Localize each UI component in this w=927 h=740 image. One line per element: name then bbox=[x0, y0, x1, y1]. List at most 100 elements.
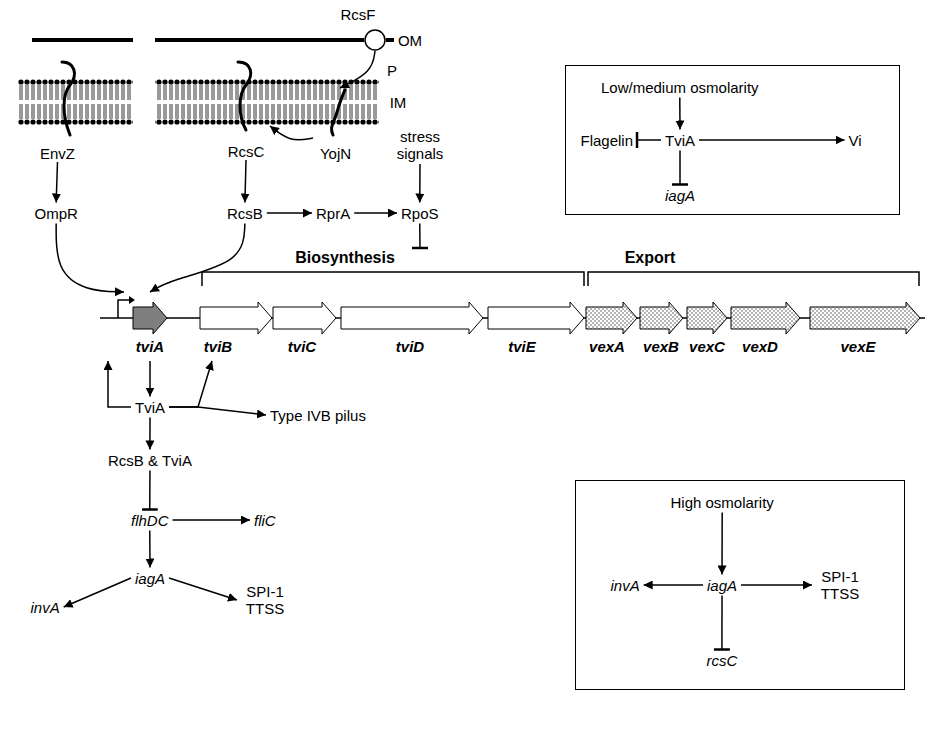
gene-label: fliC bbox=[250, 510, 280, 531]
gene-label: iagA bbox=[661, 185, 699, 206]
activation-arrow bbox=[149, 531, 151, 568]
lipoprotein-symbol bbox=[364, 29, 386, 51]
node-text: RcsB bbox=[227, 205, 263, 222]
gene-arrow: vexC bbox=[687, 292, 727, 361]
gene-label: iagA bbox=[131, 568, 169, 589]
node-text: TviA bbox=[135, 399, 165, 416]
activation-arrow bbox=[150, 224, 245, 293]
inhibition-connector bbox=[721, 596, 723, 650]
gene-label: rcsC bbox=[703, 650, 742, 671]
activation-arrow bbox=[169, 578, 237, 600]
node-text: invA bbox=[611, 577, 640, 594]
srna-label: RprA bbox=[312, 203, 354, 224]
gene-name: tviD bbox=[396, 338, 424, 355]
node-text: iagA bbox=[707, 577, 737, 594]
node-text: Low/medium osmolarity bbox=[601, 79, 759, 96]
gene-label: iagA bbox=[703, 575, 741, 596]
activation-arrow bbox=[270, 126, 313, 140]
node-text: SPI-1 TTSS bbox=[816, 568, 864, 602]
outer-membrane bbox=[32, 38, 133, 42]
node-text: RcsC bbox=[228, 143, 265, 160]
node-text: Flagelin bbox=[581, 132, 634, 149]
inhibition-connector bbox=[679, 151, 681, 185]
membrane-label: IM bbox=[390, 94, 407, 111]
activation-arrow bbox=[56, 162, 57, 203]
gene-name: tviE bbox=[508, 338, 536, 355]
activation-arrow bbox=[340, 51, 375, 88]
lipoprotein-circle: RcsF bbox=[364, 29, 386, 51]
node-text: SPI-1 TTSS bbox=[241, 583, 289, 617]
gene-arrow: vexE bbox=[810, 292, 920, 361]
node-text: High osmolarity bbox=[671, 494, 774, 511]
activation-arrow bbox=[245, 160, 246, 203]
membrane-protein: YojN bbox=[313, 88, 358, 162]
activation-arrow bbox=[267, 212, 312, 214]
node-text: Type IVB pilus bbox=[270, 407, 366, 424]
inhibition-connector bbox=[149, 471, 151, 510]
node-text: EnvZ bbox=[40, 145, 75, 162]
operon-part-title: Biosynthesis bbox=[295, 248, 395, 267]
gene-arrow: vexB bbox=[640, 292, 683, 361]
activation-arrow bbox=[64, 578, 131, 607]
node-text: fliC bbox=[254, 512, 276, 529]
node-text: iagA bbox=[135, 570, 165, 587]
activation-arrow bbox=[56, 224, 124, 293]
node-text: RpoS bbox=[401, 205, 439, 222]
inhibition-connector bbox=[637, 139, 661, 141]
gene-name: tviB bbox=[204, 338, 232, 355]
membrane-protein: RcsC bbox=[222, 58, 270, 160]
outer-membrane bbox=[155, 38, 364, 42]
gene-arrow: vexD bbox=[731, 292, 800, 361]
capsule-label: Vi bbox=[845, 130, 866, 151]
regulator-label: OmpR bbox=[31, 203, 82, 224]
activation-arrow bbox=[173, 519, 250, 521]
protein-label: TviA bbox=[661, 130, 699, 151]
node-text: iagA bbox=[665, 187, 695, 204]
condition-label: Low/medium osmolarity bbox=[597, 77, 763, 98]
node-text: RprA bbox=[316, 205, 350, 222]
activation-arrow bbox=[169, 407, 266, 415]
regulator-label: RcsB bbox=[223, 203, 267, 224]
activation-arrow bbox=[354, 212, 397, 214]
gene-name: tviC bbox=[288, 338, 316, 355]
pilus-label: Type IVB pilus bbox=[266, 405, 370, 426]
activation-arrow bbox=[679, 98, 681, 130]
inset-box: High osmolarity invA iagA SPI-1 TTSS rcsC bbox=[575, 480, 905, 690]
gene-name: vexB bbox=[643, 338, 679, 355]
outer-membrane bbox=[386, 38, 394, 42]
node-text: YojN bbox=[320, 145, 351, 162]
node-text: invA bbox=[31, 599, 60, 616]
secretion-system-label: SPI-1 TTSS bbox=[812, 566, 868, 604]
node-text: OmpR bbox=[35, 205, 78, 222]
gene-label: invA bbox=[607, 575, 644, 596]
inset-box: Low/medium osmolarityFlagelin TviA Vi iagA bbox=[565, 65, 900, 215]
membrane-label: P bbox=[387, 62, 397, 79]
gene-name: vexC bbox=[689, 338, 725, 355]
promoter-symbol bbox=[118, 300, 130, 318]
activation-arrow bbox=[108, 361, 131, 407]
condition-label: High osmolarity bbox=[667, 492, 778, 513]
gene-arrow: tviD bbox=[341, 292, 483, 361]
sigma-factor-label: RpoS bbox=[397, 203, 443, 224]
promoter-symbol bbox=[129, 296, 135, 304]
inner-membrane bbox=[18, 79, 133, 125]
operon-bracket: Export bbox=[587, 248, 920, 290]
node-text: RcsB & TviA bbox=[108, 452, 192, 469]
activation-arrow bbox=[419, 164, 421, 203]
operon-part-title: Export bbox=[625, 248, 676, 267]
operon-bracket: Biosynthesis bbox=[201, 248, 585, 290]
gene-symbol bbox=[488, 292, 584, 361]
complex-label: RcsB & TviA bbox=[104, 450, 196, 471]
gene-arrow: vexA bbox=[586, 292, 637, 361]
activation-arrow bbox=[169, 361, 212, 407]
gene-arrow: tviB bbox=[200, 292, 272, 361]
activation-arrow bbox=[644, 584, 703, 586]
node-text: Vi bbox=[849, 132, 862, 149]
activation-arrow bbox=[721, 513, 723, 575]
gene-label: flhDC bbox=[127, 510, 173, 531]
activation-arrow bbox=[149, 418, 151, 450]
